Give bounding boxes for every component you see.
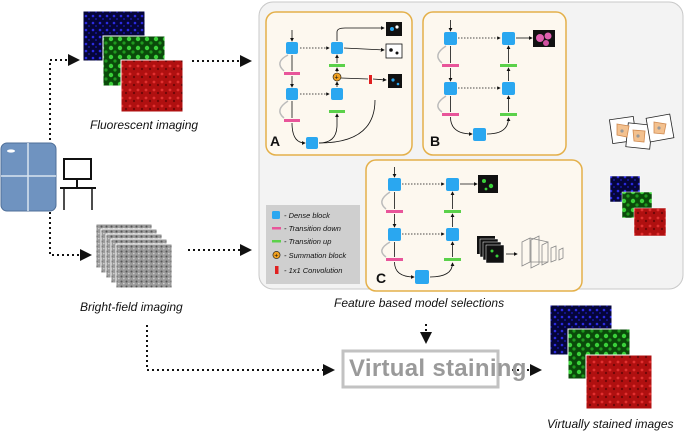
- segmentation-zoom-icons: [608, 113, 675, 150]
- virtual-staining-box: [341, 349, 500, 389]
- well-plate-icon: [0, 142, 57, 212]
- virtually-stained-image-stack: [549, 304, 653, 410]
- legend-transition-down: - Transition down: [284, 224, 341, 233]
- flow-arrows: [49, 54, 542, 376]
- feature-stack-icon: [477, 235, 564, 269]
- architecture-panel-a: +: [265, 11, 413, 156]
- panel-label-a: A: [270, 133, 280, 149]
- model-output-stack: [609, 175, 667, 237]
- feature-model-selections-label: Feature based model selections: [334, 296, 505, 310]
- legend-dense-block: - Dense block: [284, 211, 331, 220]
- virtually-stained-images-label: Virtually stained images: [547, 417, 674, 431]
- fluorescent-image-stack: [82, 10, 184, 113]
- legend-summation-block: - Summation block: [284, 251, 347, 260]
- fluorescent-imaging-label: Fluorescent imaging: [90, 118, 199, 132]
- virtual-staining-title: Virtual staining: [349, 355, 527, 382]
- architecture-panel-b: B: [422, 11, 567, 156]
- svg-text:+: +: [335, 75, 339, 82]
- panel-label-c: C: [376, 270, 386, 286]
- legend-transition-up: - Transition up: [284, 237, 331, 246]
- computer-workstation-icon: [60, 158, 96, 210]
- bright-field-image-stack: [95, 223, 173, 289]
- panel-label-b: B: [430, 133, 440, 149]
- bright-field-imaging-label: Bright-field imaging: [80, 300, 183, 314]
- legend-1x1-convolution: - 1x1 Convolution: [284, 266, 342, 275]
- legend: - Dense block - Transition down - Transi…: [266, 205, 360, 284]
- architecture-panel-c: C: [365, 159, 583, 292]
- svg-text:+: +: [274, 253, 278, 260]
